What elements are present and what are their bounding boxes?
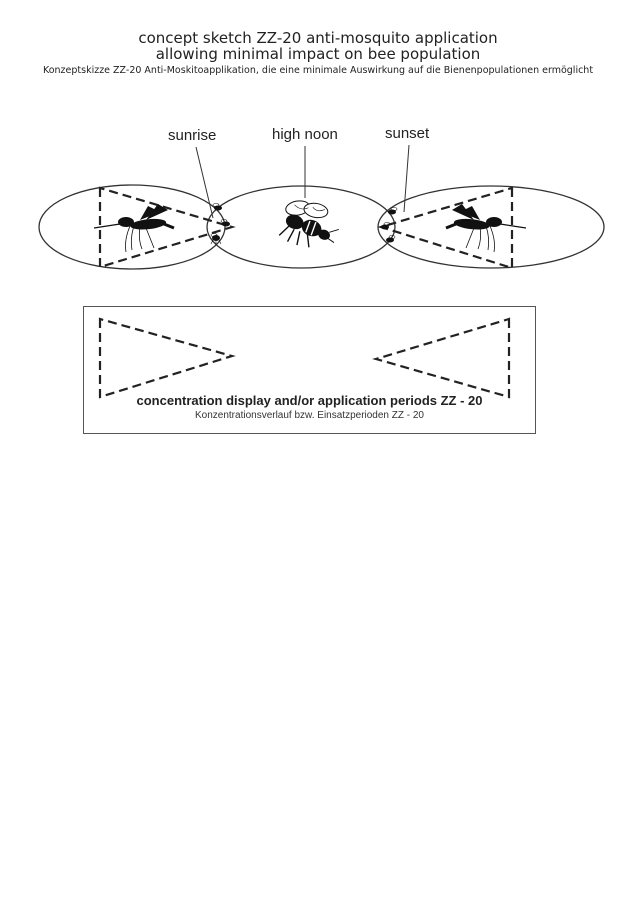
bee-icon bbox=[278, 200, 339, 248]
legend-label-german: Konzentrationsverlauf bzw. Einsatzperiod… bbox=[194, 410, 424, 421]
legend-triangle-decreasing bbox=[98, 317, 236, 399]
leader-line-sunset bbox=[403, 144, 410, 213]
title-line-2: allowing minimal impact on bee populatio… bbox=[155, 45, 481, 63]
ellipse-sunrise bbox=[38, 184, 226, 270]
subtitle-german: Konzeptskizze ZZ-20 Anti-Moskitoapplikat… bbox=[42, 65, 594, 76]
triangle-evening bbox=[377, 186, 514, 270]
small-bee-icon bbox=[220, 219, 230, 227]
small-bee-icon bbox=[388, 207, 398, 215]
triangle-morning bbox=[98, 186, 236, 269]
daytime-diagram bbox=[38, 144, 605, 270]
label-high-noon: high noon bbox=[272, 126, 338, 143]
legend-label-english: concentration display and/or application… bbox=[136, 393, 483, 408]
mosquito-icon bbox=[445, 204, 527, 253]
small-bee-icon bbox=[381, 222, 391, 230]
mosquito-icon bbox=[93, 204, 175, 253]
label-sunset: sunset bbox=[385, 125, 430, 142]
legend-box: concentration display and/or application… bbox=[83, 306, 536, 434]
title-block: concept sketch ZZ-20 anti-mosquito appli… bbox=[0, 30, 636, 77]
ellipse-sunset bbox=[377, 185, 605, 269]
ellipse-noon bbox=[206, 185, 396, 269]
small-bee-icon bbox=[386, 235, 396, 243]
label-sunrise: sunrise bbox=[168, 127, 217, 144]
small-bee-icon bbox=[210, 233, 222, 245]
legend-triangle-increasing bbox=[372, 317, 511, 399]
title-line-1: concept sketch ZZ-20 anti-mosquito appli… bbox=[138, 29, 498, 47]
small-bee-icon bbox=[212, 203, 222, 211]
leader-line-sunrise bbox=[195, 146, 214, 219]
legend-graphic bbox=[98, 317, 511, 399]
